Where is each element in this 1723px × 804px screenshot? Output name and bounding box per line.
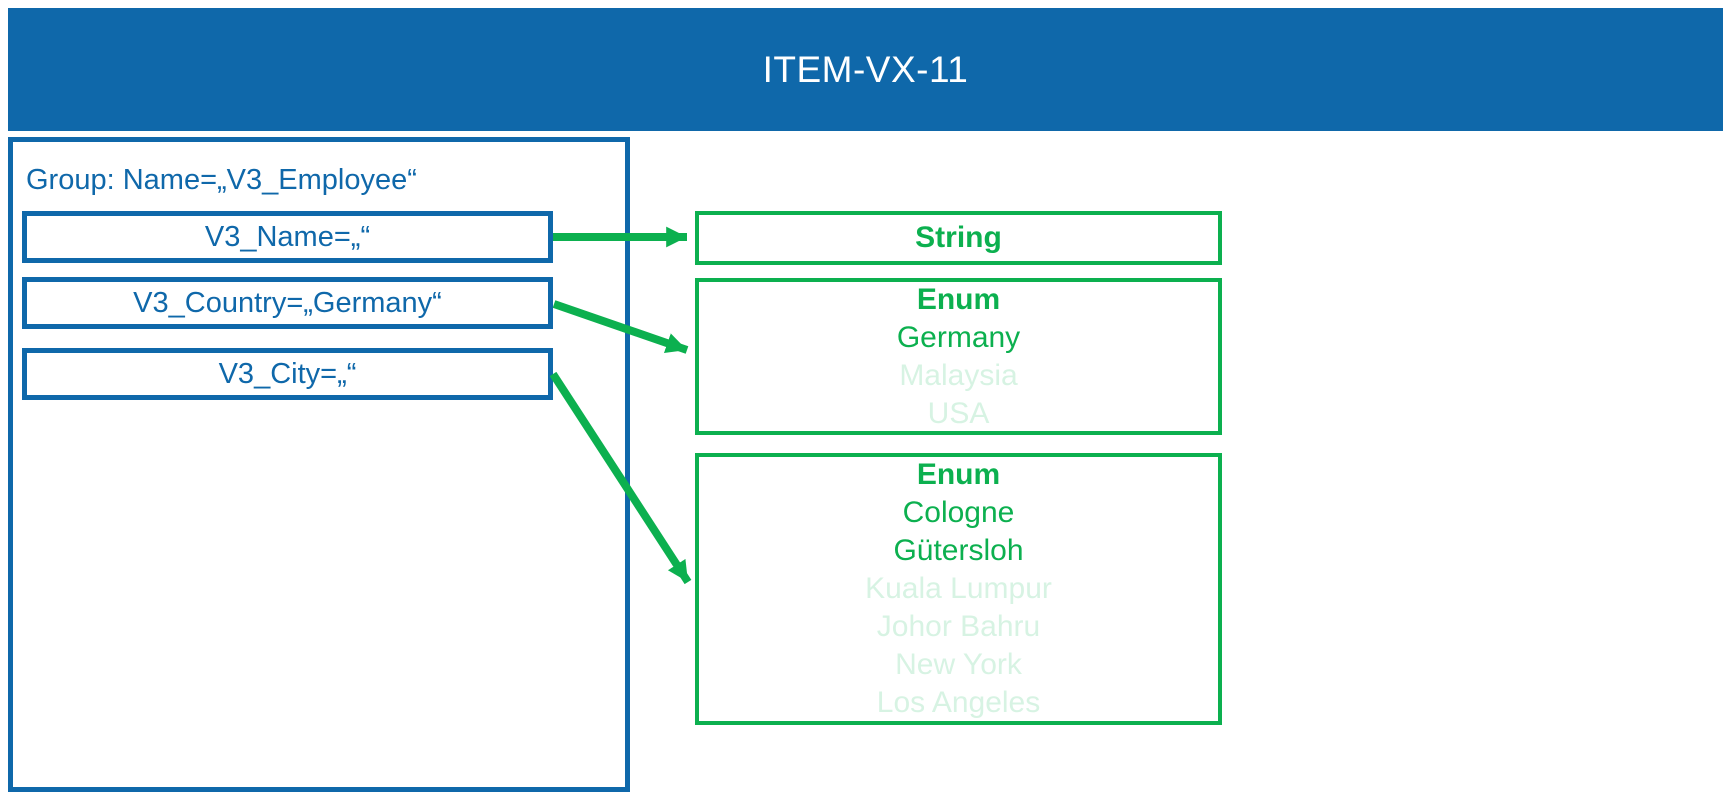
group-label: Group: Name=„V3_Employee“: [26, 164, 417, 196]
enum-value: Gütersloh: [893, 534, 1024, 567]
field-label-v3-country: V3_Country=„Germany“: [133, 286, 442, 319]
enum-value: Johor Bahru: [876, 610, 1041, 643]
enum-value: Kuala Lumpur: [865, 572, 1052, 605]
field-box-v3-country: V3_Country=„Germany“: [22, 277, 553, 329]
enum-value: Germany: [896, 320, 1021, 354]
page-title: ITEM-VX-11: [762, 48, 969, 90]
type-title-enum-country: Enum: [916, 282, 1001, 316]
type-title-string: String: [915, 221, 1002, 254]
type-box-enum-country: Enum Germany Malaysia USA: [695, 278, 1222, 435]
header-bar: ITEM-VX-11: [8, 8, 1723, 131]
enum-value: New York: [895, 648, 1022, 681]
enum-value: USA: [927, 396, 990, 430]
type-title-enum-city: Enum: [916, 458, 1001, 491]
field-label-v3-name: V3_Name=„“: [204, 220, 371, 253]
enum-value: Los Angeles: [876, 686, 1041, 719]
field-label-v3-city: V3_City=„“: [218, 357, 357, 390]
field-box-v3-city: V3_City=„“: [22, 348, 553, 400]
enum-value: Cologne: [902, 496, 1015, 529]
field-box-v3-name: V3_Name=„“: [22, 211, 553, 263]
enum-value: Malaysia: [899, 358, 1018, 392]
type-box-string: String: [695, 211, 1222, 265]
type-box-enum-city: Enum Cologne Gütersloh Kuala Lumpur Joho…: [695, 453, 1222, 725]
